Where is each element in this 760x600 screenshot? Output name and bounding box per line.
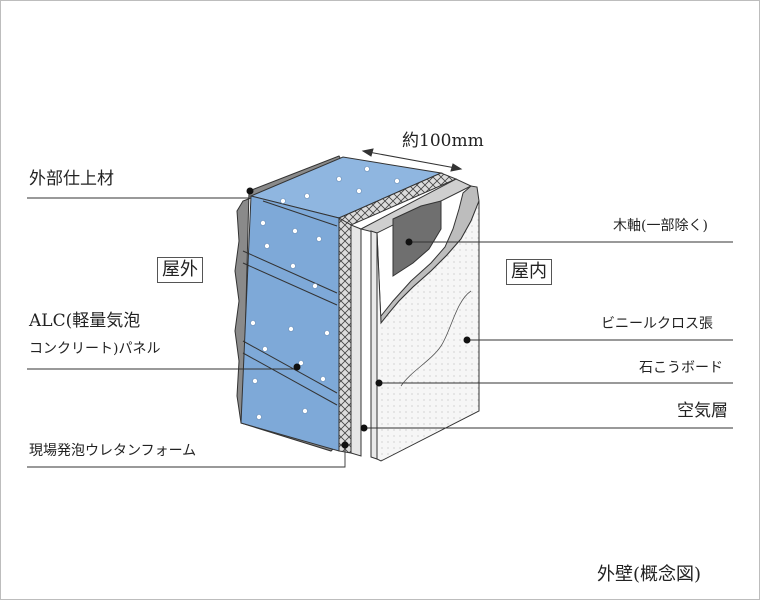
dimension-line (361, 148, 463, 172)
caption: 外壁(概念図) (597, 564, 702, 585)
urethane-side (338, 217, 352, 454)
leader-lines (27, 192, 733, 468)
label-outer-finish: 外部仕上材 (29, 169, 114, 189)
label-alc-line2: コンクリート)パネル (29, 341, 161, 357)
wood-frame (392, 200, 442, 277)
label-urethane: 現場発泡ウレタンフォーム (29, 443, 197, 459)
label-wood-frame: 木軸(一部除く) (613, 218, 708, 234)
leader-dots (246, 187, 471, 449)
label-dimension: 約100mm (402, 131, 484, 151)
label-vinyl-cloth: ビニールクロス張 (601, 316, 713, 332)
alc-joint-lines (242, 200, 338, 406)
label-outside: 屋外 (157, 257, 203, 283)
board-edge (370, 230, 378, 460)
board-front-face (376, 200, 480, 462)
label-gypsum-board: 石こうボード (639, 360, 723, 376)
label-inside: 屋内 (506, 259, 552, 285)
label-air-layer: 空気層 (677, 401, 728, 421)
air-layer-side (350, 224, 362, 457)
label-alc-line1: ALC(軽量気泡 (29, 311, 141, 331)
alc-pores (250, 166, 400, 420)
